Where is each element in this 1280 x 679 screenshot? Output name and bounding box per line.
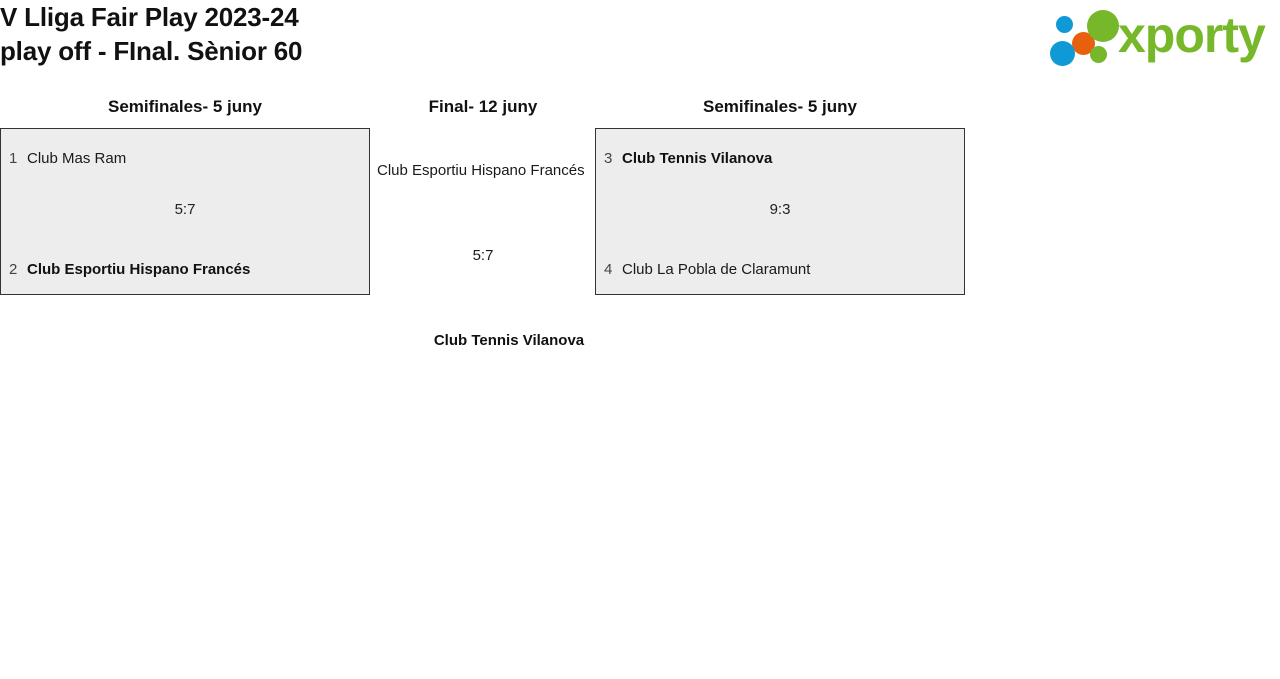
team-name: Club Esportiu Hispano Francés xyxy=(27,260,251,278)
xporty-logo: xporty xyxy=(1042,6,1274,68)
team-name: Club Mas Ram xyxy=(27,149,127,167)
page-title: V Lliga Fair Play 2023-24 play off - FIn… xyxy=(0,2,303,66)
dot-blue-icon xyxy=(1056,16,1073,33)
team-seed: 2 xyxy=(9,260,18,278)
team-name: Club La Pobla de Claramunt xyxy=(622,260,811,278)
dot-orange-icon xyxy=(1072,32,1095,55)
final-team-name[interactable]: Club Esportiu Hispano Francés xyxy=(377,162,585,179)
match-score: 9:3 xyxy=(769,201,791,218)
team-name: Club Tennis Vilanova xyxy=(622,149,773,167)
dot-blue-icon xyxy=(1050,41,1075,66)
team-row[interactable]: 3 Club Tennis Vilanova xyxy=(596,146,964,170)
round-header-semifinal-right: Semifinales- 5 juny xyxy=(703,97,857,116)
team-row[interactable]: 1 Club Mas Ram xyxy=(1,146,369,170)
round-header-final: Final- 12 juny xyxy=(428,97,538,116)
match-card-semifinal-left[interactable]: 1 Club Mas Ram 5:7 2 Club Esportiu Hispa… xyxy=(0,128,370,295)
dot-green-icon xyxy=(1090,46,1107,63)
team-seed: 4 xyxy=(604,260,613,278)
team-seed: 1 xyxy=(9,149,18,167)
champion-name[interactable]: Club Tennis Vilanova xyxy=(433,332,585,349)
team-row[interactable]: 2 Club Esportiu Hispano Francés xyxy=(1,257,369,281)
final-match-score: 5:7 xyxy=(472,247,494,264)
match-card-semifinal-right[interactable]: 3 Club Tennis Vilanova 9:3 4 Club La Pob… xyxy=(595,128,965,295)
team-seed: 3 xyxy=(604,149,613,167)
round-header-semifinal-left: Semifinales- 5 juny xyxy=(108,97,262,116)
team-row[interactable]: 4 Club La Pobla de Claramunt xyxy=(596,257,964,281)
logo-dots-group xyxy=(1046,8,1124,66)
dot-green-icon xyxy=(1087,10,1119,42)
match-score: 5:7 xyxy=(174,201,196,218)
logo-wordmark: xporty xyxy=(1118,7,1266,63)
